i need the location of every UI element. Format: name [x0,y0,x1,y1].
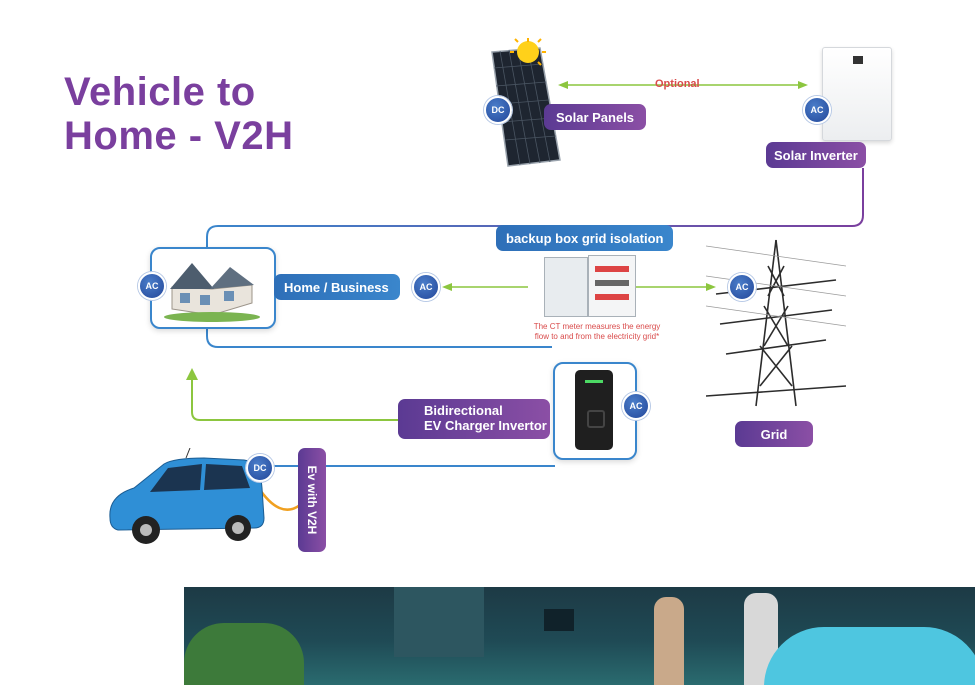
backup-box-image [544,255,636,317]
title-line-1: Vehicle to [64,70,256,114]
charger-label-line-1: Bidirectional [424,403,503,418]
ct-meter-note: The CT meter measures the energy flow to… [512,322,682,342]
bottom-photo-banner [184,587,975,685]
ac-badge-inverter: AC [803,96,831,124]
charger-label: Bidirectional EV Charger Invertor [398,399,550,439]
ev-v2h-label: Ev with V2H [305,465,319,535]
ac-badge-home: AC [138,272,166,300]
ct-note-line-1: The CT meter measures the energy [533,322,661,331]
dc-badge-car: DC [246,454,274,482]
ac-badge-grid: AC [728,273,756,301]
grid-label: Grid [735,421,813,447]
charger-image [575,370,613,450]
solar-inverter-label: Solar Inverter [766,142,866,168]
inverter-logo [853,56,863,64]
ac-badge-home-business: AC [412,273,440,301]
optional-label: Optional [655,78,700,90]
home-business-label: Home / Business [274,274,400,300]
grid-tower-image [706,239,846,407]
ev-v2h-label-box: Ev with V2H [298,448,326,552]
ev-car-image [109,448,265,544]
solar-inverter-image [822,47,892,141]
ac-badge-charger: AC [622,392,650,420]
ct-note-line-2: flow to and from the electricity grid* [534,332,660,341]
dc-badge-solar: DC [484,96,512,124]
page-title: Vehicle to Home - V2H [64,70,294,158]
home-card [150,247,276,329]
charger-label-line-2: EV Charger Invertor [424,418,547,433]
solar-panels-label: Solar Panels [544,104,647,130]
backup-box-label: backup box grid isolation [496,225,674,251]
title-line-2: Home - V2H [64,114,294,158]
house-image [164,263,260,322]
